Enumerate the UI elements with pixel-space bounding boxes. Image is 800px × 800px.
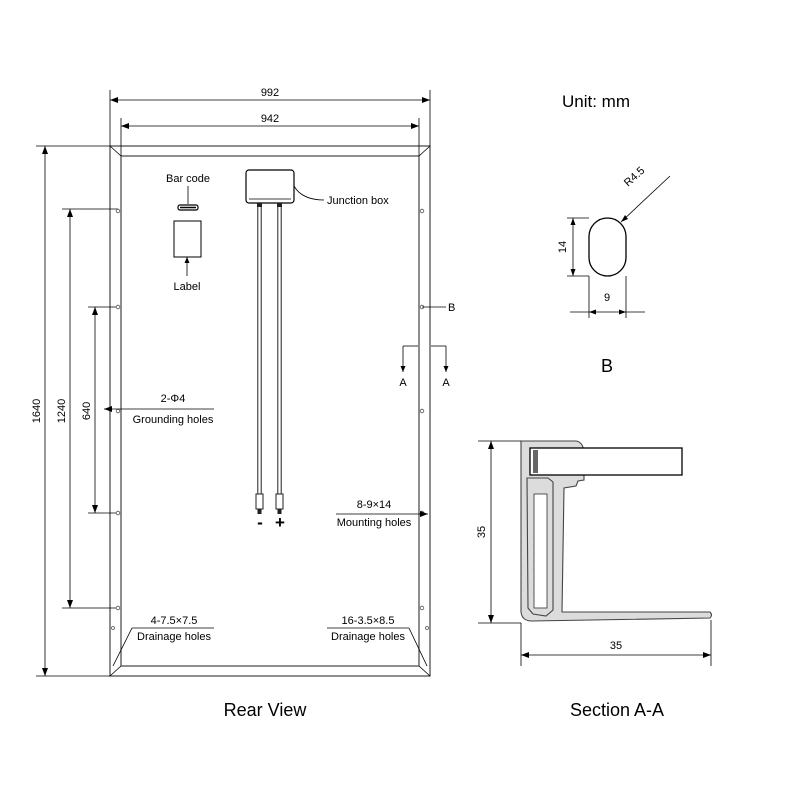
section-a-left-mark: A [399,377,407,389]
section-a-right-mark: A [442,377,450,389]
detail-b-mark: B [448,302,455,314]
detail-b-height: 14 [557,241,569,253]
junction-box: Junction box - + [245,169,389,532]
minus-sign: - [257,513,263,532]
detail-b-width: 9 [604,292,610,304]
label-plate: Label [173,220,202,293]
dim-mount-span: 1240 [56,208,118,609]
rear-view-title: Rear View [224,700,308,720]
unit-label: Unit: mm [562,92,630,111]
dim-942-text: 942 [261,113,279,125]
detail-b: R4.5 14 9 B [557,165,671,376]
label-text: Label [174,281,201,293]
panel-outer-frame [109,145,431,677]
grounding-holes-spec: 2-Φ4 [161,393,186,405]
drainage-left-label: Drainage holes [137,631,211,643]
grounding-holes-callout: 2-Φ4 Grounding holes [104,393,214,426]
mounting-holes-label: Mounting holes [337,517,412,529]
drainage-right-spec: 16-3.5×8.5 [342,615,395,627]
section-height: 35 [476,526,488,538]
section-aa-title: Section A-A [570,700,664,720]
dim-640-text: 640 [81,402,93,420]
section-aa: 35 35 Section A-A [476,440,713,720]
laminate [529,447,683,476]
drainage-left-spec: 4-7.5×7.5 [151,615,198,627]
dim-1240-text: 1240 [56,399,68,423]
dim-992-text: 992 [261,87,279,99]
detail-b-title: B [601,356,613,376]
drainage-right-callout: 16-3.5×8.5 Drainage holes [327,615,428,667]
mounting-holes-callout: 8-9×14 Mounting holes [336,499,428,529]
plus-sign: + [275,513,285,532]
section-marks: B A A [399,302,455,389]
panel-inner-frame [120,155,420,667]
grounding-holes-label: Grounding holes [133,414,214,426]
dim-1640-text: 1640 [31,399,43,423]
mounting-holes-spec: 8-9×14 [357,499,392,511]
dim-overall-width: 992 [109,87,431,146]
dim-overall-height: 1640 [31,145,110,677]
frame-holes [111,208,429,630]
bar-code-label: Bar code [166,173,210,185]
rear-view: 992 942 1640 1240 [31,87,455,720]
dim-ground-span: 640 [81,306,118,514]
frame-profile [520,440,713,622]
bar-code: Bar code [166,173,210,211]
detail-b-radius: R4.5 [622,165,647,189]
drainage-left-callout: 4-7.5×7.5 Drainage holes [112,615,214,667]
section-width: 35 [610,640,622,652]
dim-inner-width: 942 [120,113,420,156]
drainage-right-label: Drainage holes [331,631,405,643]
junction-box-label: Junction box [327,195,389,207]
